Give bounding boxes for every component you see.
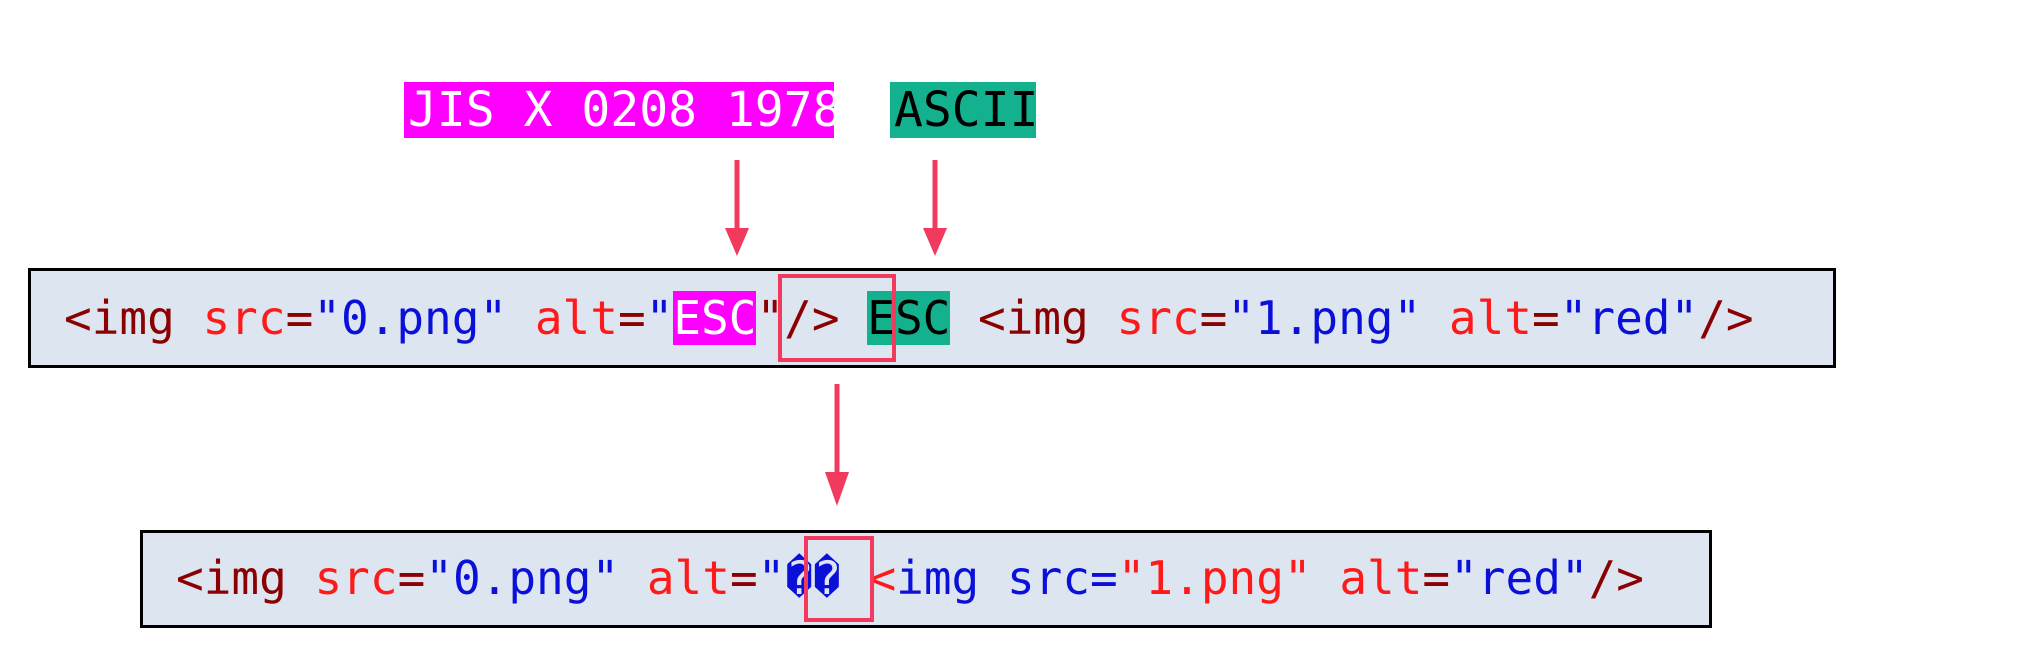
top-line-segment-attr: alt: [534, 291, 618, 345]
top-line-segment-attr: src: [1116, 291, 1200, 345]
bottom-line-segment-tag: <img: [176, 551, 287, 605]
bottom-line-segment-replacement: ��: [785, 551, 841, 605]
top-line-segment-esc-jis: ESC: [673, 291, 757, 345]
label-ascii: ASCII: [890, 82, 1039, 138]
top-highlight-box: [778, 274, 896, 362]
top-line-segment-value: "red": [1559, 291, 1699, 345]
bottom-line-segment-attr: alt: [646, 551, 730, 605]
bottom-line-segment-value: "0.png": [425, 551, 620, 605]
top-line-segment-tag: <img: [64, 291, 175, 345]
bottom-line-segment-attr: src: [314, 551, 398, 605]
arrow-result-down: [825, 384, 849, 506]
bottom-line-segment-value: img: [896, 551, 980, 605]
bottom-line-segment-tag: =: [397, 551, 426, 605]
top-line-segment-attr: src: [202, 291, 286, 345]
top-line-segment-tag: "/>: [756, 291, 840, 345]
top-code-line: <img src="0.png" alt="ESC"/> ESC <img sr…: [64, 290, 1754, 346]
bottom-code-line: <img src="0.png" alt="�� <img src="1.png…: [176, 550, 1644, 606]
top-line-segment-tag: <img: [978, 291, 1089, 345]
top-code-box: [28, 268, 1836, 368]
bottom-line-segment-tag: />: [1588, 551, 1644, 605]
bottom-highlight-box: [804, 536, 874, 622]
top-line-segment-tag: =: [1199, 291, 1228, 345]
label-jis-x-0208-1978: JIS X 0208 1978: [404, 82, 841, 138]
bottom-line-segment-value: "red": [1450, 551, 1589, 605]
top-line-segment-attr: alt: [1448, 291, 1532, 345]
bottom-line-segment-tag: =: [1422, 551, 1451, 605]
bottom-line-segment-tag: =: [729, 551, 758, 605]
bottom-line-segment-value: ": [757, 551, 786, 605]
top-line-segment-value: "1.png": [1227, 291, 1422, 345]
arrow-ascii-down: [923, 160, 947, 256]
top-line-segment-tag: =: [285, 291, 314, 345]
top-line-segment-tag: =: [1532, 291, 1560, 345]
top-line-segment-value: "0.png": [313, 291, 508, 345]
bottom-line-segment-value: src=: [1006, 551, 1118, 605]
top-line-segment-esc-ascii: ESC: [867, 291, 951, 345]
bottom-line-segment-attr: alt: [1339, 551, 1423, 605]
top-line-segment-tag: =: [617, 291, 646, 345]
top-line-segment-tag: />: [1698, 291, 1754, 345]
bottom-code-box: [140, 530, 1712, 628]
arrow-jis-down: [725, 160, 749, 256]
bottom-line-segment-attr: "1.png": [1117, 551, 1312, 605]
top-line-segment-value: ": [645, 291, 674, 345]
